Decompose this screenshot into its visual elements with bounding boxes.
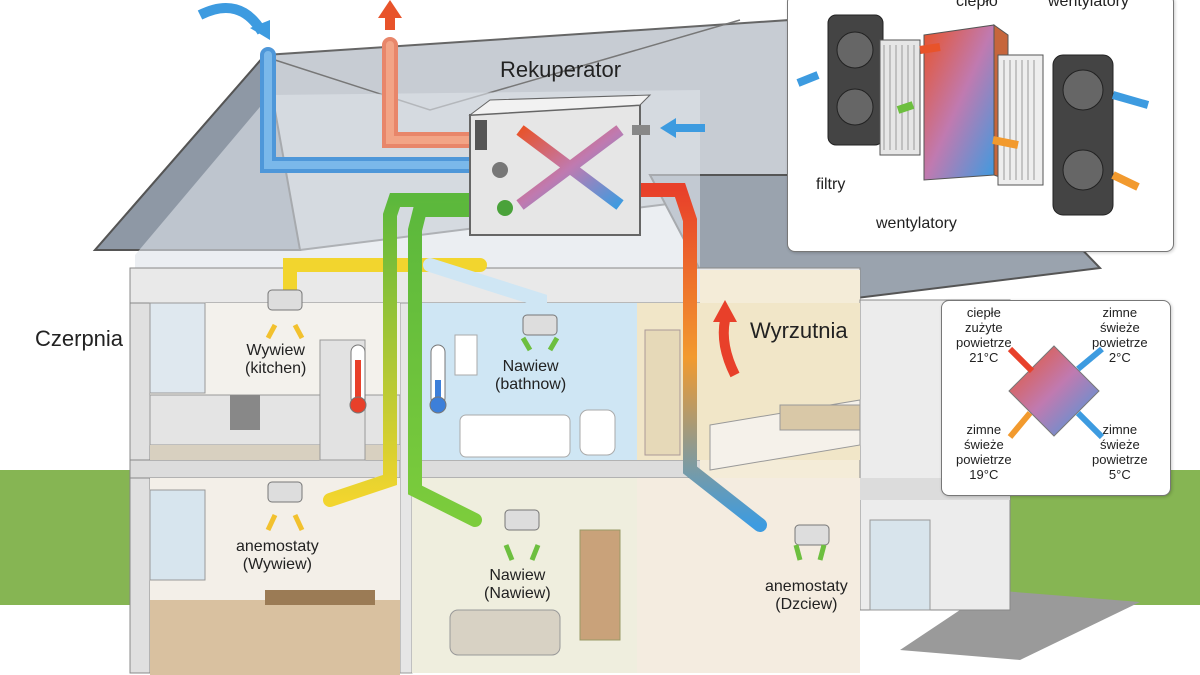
inset-filtry-label: filtry <box>816 176 846 193</box>
exploded-recuperator-graphic <box>796 14 1150 216</box>
rekuperator-label: Rekuperator <box>500 57 622 82</box>
rekuperator-unit <box>468 94 652 236</box>
czerpnia-label: Czerpnia <box>35 326 124 351</box>
nawiew-nawiew-label: Nawiew(Nawiew) <box>484 567 551 603</box>
fan-icon-right <box>1052 54 1114 216</box>
wywiew-kitchen-label: Wywiew(kitchen) <box>245 342 307 378</box>
wyrzutnia-arrow <box>718 319 740 378</box>
diffuser-icon-living-mid <box>504 509 540 531</box>
house-base-shadow <box>900 590 1140 660</box>
duct-green-supply-mid <box>408 203 507 527</box>
filter-icon-right <box>997 54 1044 186</box>
thermometer-cold-icon <box>429 344 447 414</box>
diffuser-icon-living-left <box>267 481 303 503</box>
inset-cieplo-label: ciepło <box>956 0 998 10</box>
bedroom-room <box>637 303 861 471</box>
duct-bathroom-supply <box>423 258 547 327</box>
filter-icon <box>879 39 921 156</box>
diffuser-icon-living-right <box>794 524 830 546</box>
fan-icon <box>827 14 884 146</box>
bathroom-room <box>412 303 637 460</box>
inset-wentylatory-top-label: wentylatory <box>1048 0 1129 10</box>
wyrzutnia-label: Wyrzutnia <box>750 318 848 343</box>
anemostaty-dziew-label: anemostaty(Dzciew) <box>765 578 848 614</box>
anemostaty-wywiew-label: anemostaty(Wywiew) <box>236 538 319 574</box>
diffuser-icon-kitchen <box>267 289 303 311</box>
inset-wentylatory-bottom-label: wentylatory <box>876 215 957 232</box>
diffuser-icon-bathroom <box>522 314 558 336</box>
duct-exhaust-outlet <box>382 37 478 148</box>
duct-red-supply-right <box>633 183 767 532</box>
legend-exchanger-graphic <box>1007 345 1105 440</box>
inset-exploded-view: ciepło wentylatory filtry wentylatory <box>787 0 1174 252</box>
thermometer-warm-icon <box>349 344 367 414</box>
duct-green-supply-left <box>323 193 492 507</box>
nawiew-bathroom-label: Nawiew(bathnow) <box>495 358 567 394</box>
duct-outdoor-intake <box>260 47 478 173</box>
